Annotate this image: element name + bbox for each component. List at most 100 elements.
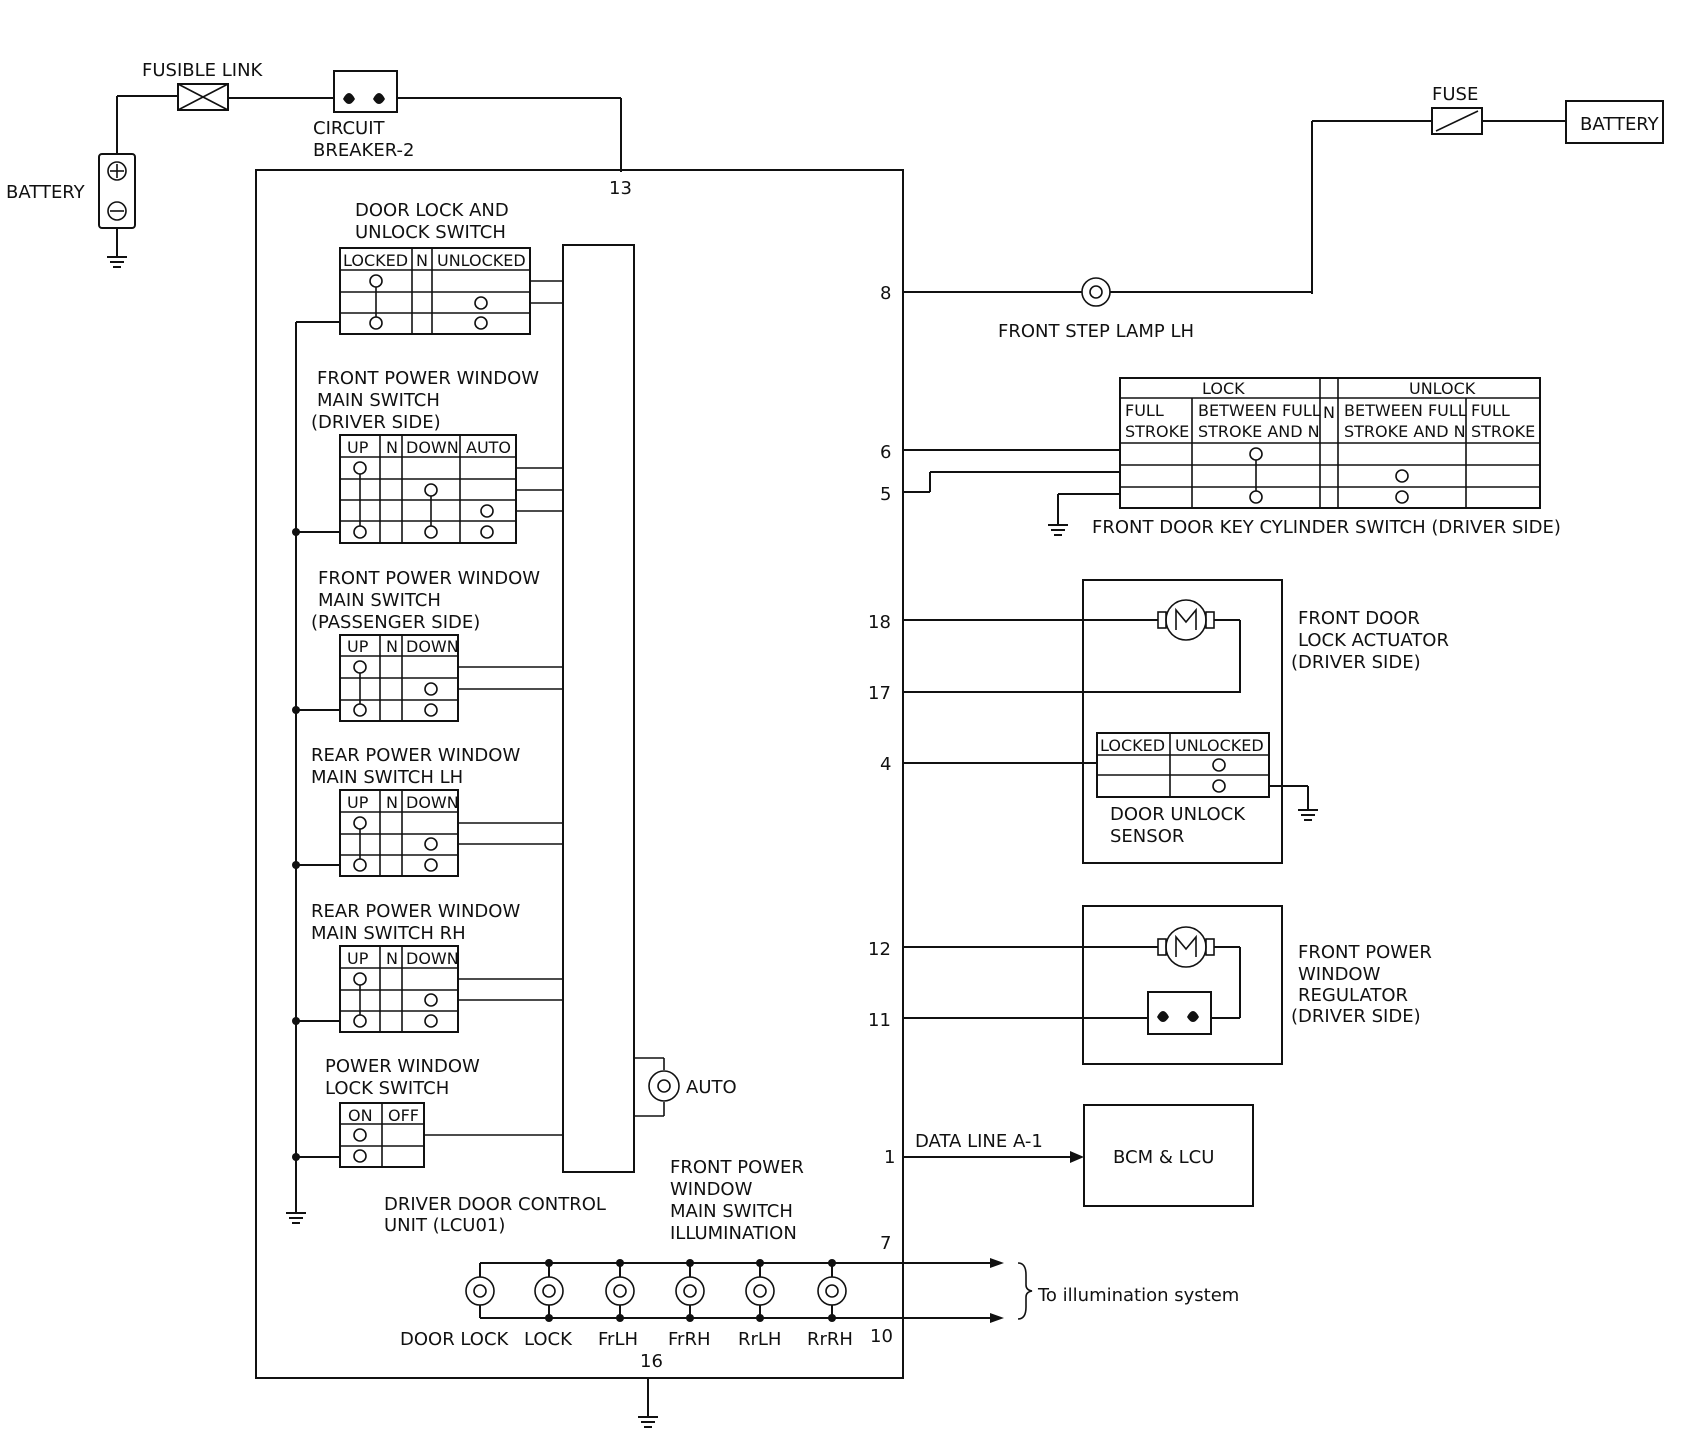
rpw-lh-switch: REAR POWER WINDOW MAIN SWITCH LH UP N DO…: [292, 745, 563, 877]
rpw-rh-col-n: N: [386, 949, 398, 968]
kc-n: N: [1323, 403, 1335, 422]
pin-18: 18: [868, 612, 891, 633]
sensor-col-locked: LOCKED: [1100, 736, 1165, 755]
regulator-label-3: REGULATOR: [1298, 985, 1408, 1006]
pw-lock-col-off: OFF: [388, 1106, 419, 1125]
step-lamp-label: FRONT STEP LAMP LH: [998, 321, 1194, 342]
pw-lock-title-1: POWER WINDOW: [325, 1056, 480, 1077]
kc-full-unlock-1: FULL: [1471, 401, 1510, 420]
illum-to: To illumination system: [1037, 1285, 1239, 1306]
pin-12: 12: [868, 939, 891, 960]
kc-full-unlock-2: STROKE: [1471, 422, 1535, 441]
unit-name-2: UNIT (LCU01): [384, 1215, 505, 1236]
pin-13: 13: [609, 178, 632, 199]
fpw-driver-title-2: MAIN SWITCH: [317, 390, 440, 411]
circuit-breaker-label-2: BREAKER-2: [313, 140, 414, 161]
pin-7: 7: [880, 1233, 891, 1254]
rpw-rh-col-up: UP: [347, 949, 369, 968]
fpw-passenger-switch: FRONT POWER WINDOW MAIN SWITCH (PASSENGE…: [292, 568, 563, 722]
fuse-label: FUSE: [1432, 84, 1478, 105]
illum-lamp-label: RrRH: [807, 1329, 853, 1350]
rpw-rh-col-down: DOWN: [406, 949, 459, 968]
rpw-lh-col-up: UP: [347, 793, 369, 812]
ground-icon: [638, 1416, 658, 1428]
bcm-box: BCM & LCU: [1083, 1104, 1254, 1207]
pin-6: 6: [880, 442, 891, 463]
rpw-lh-col-down: DOWN: [406, 793, 459, 812]
regulator-label-4: (DRIVER SIDE): [1291, 1006, 1421, 1027]
pin-4: 4: [880, 754, 891, 775]
pin-10: 10: [870, 1326, 893, 1347]
pw-lock-title-2: LOCK SWITCH: [325, 1078, 449, 1099]
fpw-driver-title-3: (DRIVER SIDE): [311, 412, 441, 433]
door-unlock-sensor: LOCKED UNLOCKED DOOR UNLOCK SENSOR: [1096, 732, 1270, 847]
circuit-breaker: CIRCUIT BREAKER-2: [313, 70, 414, 161]
data-line-label: DATA LINE A-1: [915, 1131, 1043, 1152]
rpw-lh-title-2: MAIN SWITCH LH: [311, 767, 463, 788]
kc-full-lock-1: FULL: [1125, 401, 1164, 420]
auto-indicator-lamp: AUTO: [634, 1057, 737, 1117]
illumination-section: FRONT POWER WINDOW MAIN SWITCH ILLUMINAT…: [479, 1157, 1239, 1323]
illum-lamp-3: FrRH: [668, 1259, 711, 1350]
door-lock-title-1: DOOR LOCK AND: [355, 200, 509, 221]
illum-title-2: WINDOW: [670, 1179, 753, 1200]
fpw-driver-col-auto: AUTO: [466, 438, 511, 457]
regulator-box: [1082, 905, 1283, 1065]
sensor-title-1: DOOR UNLOCK: [1110, 804, 1246, 825]
fpw-driver-col-down: DOWN: [406, 438, 459, 457]
ground-icon: [286, 1212, 306, 1224]
ground-icon: [1048, 524, 1068, 536]
illum-lamp-label: FrLH: [598, 1329, 638, 1350]
pin-17: 17: [868, 683, 891, 704]
pin-8: 8: [880, 283, 891, 304]
fpw-driver-title-1: FRONT POWER WINDOW: [317, 368, 539, 389]
motor-icon: [1157, 926, 1215, 968]
fpw-driver-switch: FRONT POWER WINDOW MAIN SWITCH (DRIVER S…: [292, 368, 563, 544]
kc-between-unlock-2: STROKE AND N: [1344, 422, 1466, 441]
door-lock-switch: DOOR LOCK AND UNLOCK SWITCH LOCKED N UNL…: [339, 200, 563, 335]
key-cylinder-switch: LOCK UNLOCK N FULL STROKE BETWEEN FULL S…: [1092, 377, 1561, 538]
regulator-label-2: WINDOW: [1298, 964, 1381, 985]
kc-between-lock-2: STROKE AND N: [1198, 422, 1320, 441]
illum-lamp-4: RrLH: [738, 1259, 781, 1350]
regulator-label-1: FRONT POWER: [1298, 942, 1432, 963]
ground-icon: [107, 256, 127, 268]
bcm-label: BCM & LCU: [1113, 1147, 1214, 1168]
actuator-label-1: FRONT DOOR: [1298, 608, 1420, 629]
control-unit-box: [255, 169, 904, 1379]
pw-lock-switch: POWER WINDOW LOCK SWITCH ON OFF: [292, 1056, 563, 1168]
kc-title: FRONT DOOR KEY CYLINDER SWITCH (DRIVER S…: [1092, 517, 1561, 538]
rpw-lh-title-1: REAR POWER WINDOW: [311, 745, 520, 766]
illum-lamp-0: DOOR LOCK: [400, 1276, 510, 1350]
door-lock-col-locked: LOCKED: [343, 251, 408, 270]
illum-lamp-label: LOCK: [524, 1329, 573, 1350]
pin-16: 16: [640, 1351, 663, 1372]
illum-lamp-label: RrLH: [738, 1329, 781, 1350]
sensor-col-unlocked: UNLOCKED: [1175, 736, 1264, 755]
kc-unlock: UNLOCK: [1409, 379, 1476, 398]
fuse: FUSE: [1431, 84, 1483, 135]
illum-title-1: FRONT POWER: [670, 1157, 804, 1178]
battery-left: BATTERY: [6, 153, 136, 229]
illum-lamp-label: DOOR LOCK: [400, 1329, 510, 1350]
kc-between-unlock-1: BETWEEN FULL: [1344, 401, 1467, 420]
actuator-label-2: LOCK ACTUATOR: [1298, 630, 1449, 651]
pin-5: 5: [880, 484, 891, 505]
fpw-pass-col-down: DOWN: [406, 637, 459, 656]
motor-icon: [1157, 599, 1215, 641]
actuator-label-3: (DRIVER SIDE): [1291, 652, 1421, 673]
pin-1: 1: [884, 1147, 895, 1168]
door-lock-title-2: UNLOCK SWITCH: [355, 222, 506, 243]
fusible-link-label: FUSIBLE LINK: [142, 60, 264, 81]
door-lock-col-n: N: [416, 251, 428, 270]
rpw-rh-title-1: REAR POWER WINDOW: [311, 901, 520, 922]
illum-lamp-1: LOCK: [524, 1259, 573, 1350]
illumination-lamps: DOOR LOCK LOCK FrLH FrRH RrLH RrRH: [400, 1259, 853, 1350]
rpw-rh-switch: REAR POWER WINDOW MAIN SWITCH RH UP N DO…: [292, 901, 563, 1033]
pw-lock-col-on: ON: [348, 1106, 373, 1125]
fpw-pass-col-up: UP: [347, 637, 369, 656]
front-step-lamp: FRONT STEP LAMP LH: [998, 277, 1194, 342]
rpw-rh-title-2: MAIN SWITCH RH: [311, 923, 466, 944]
battery-right-label: BATTERY: [1580, 114, 1660, 135]
